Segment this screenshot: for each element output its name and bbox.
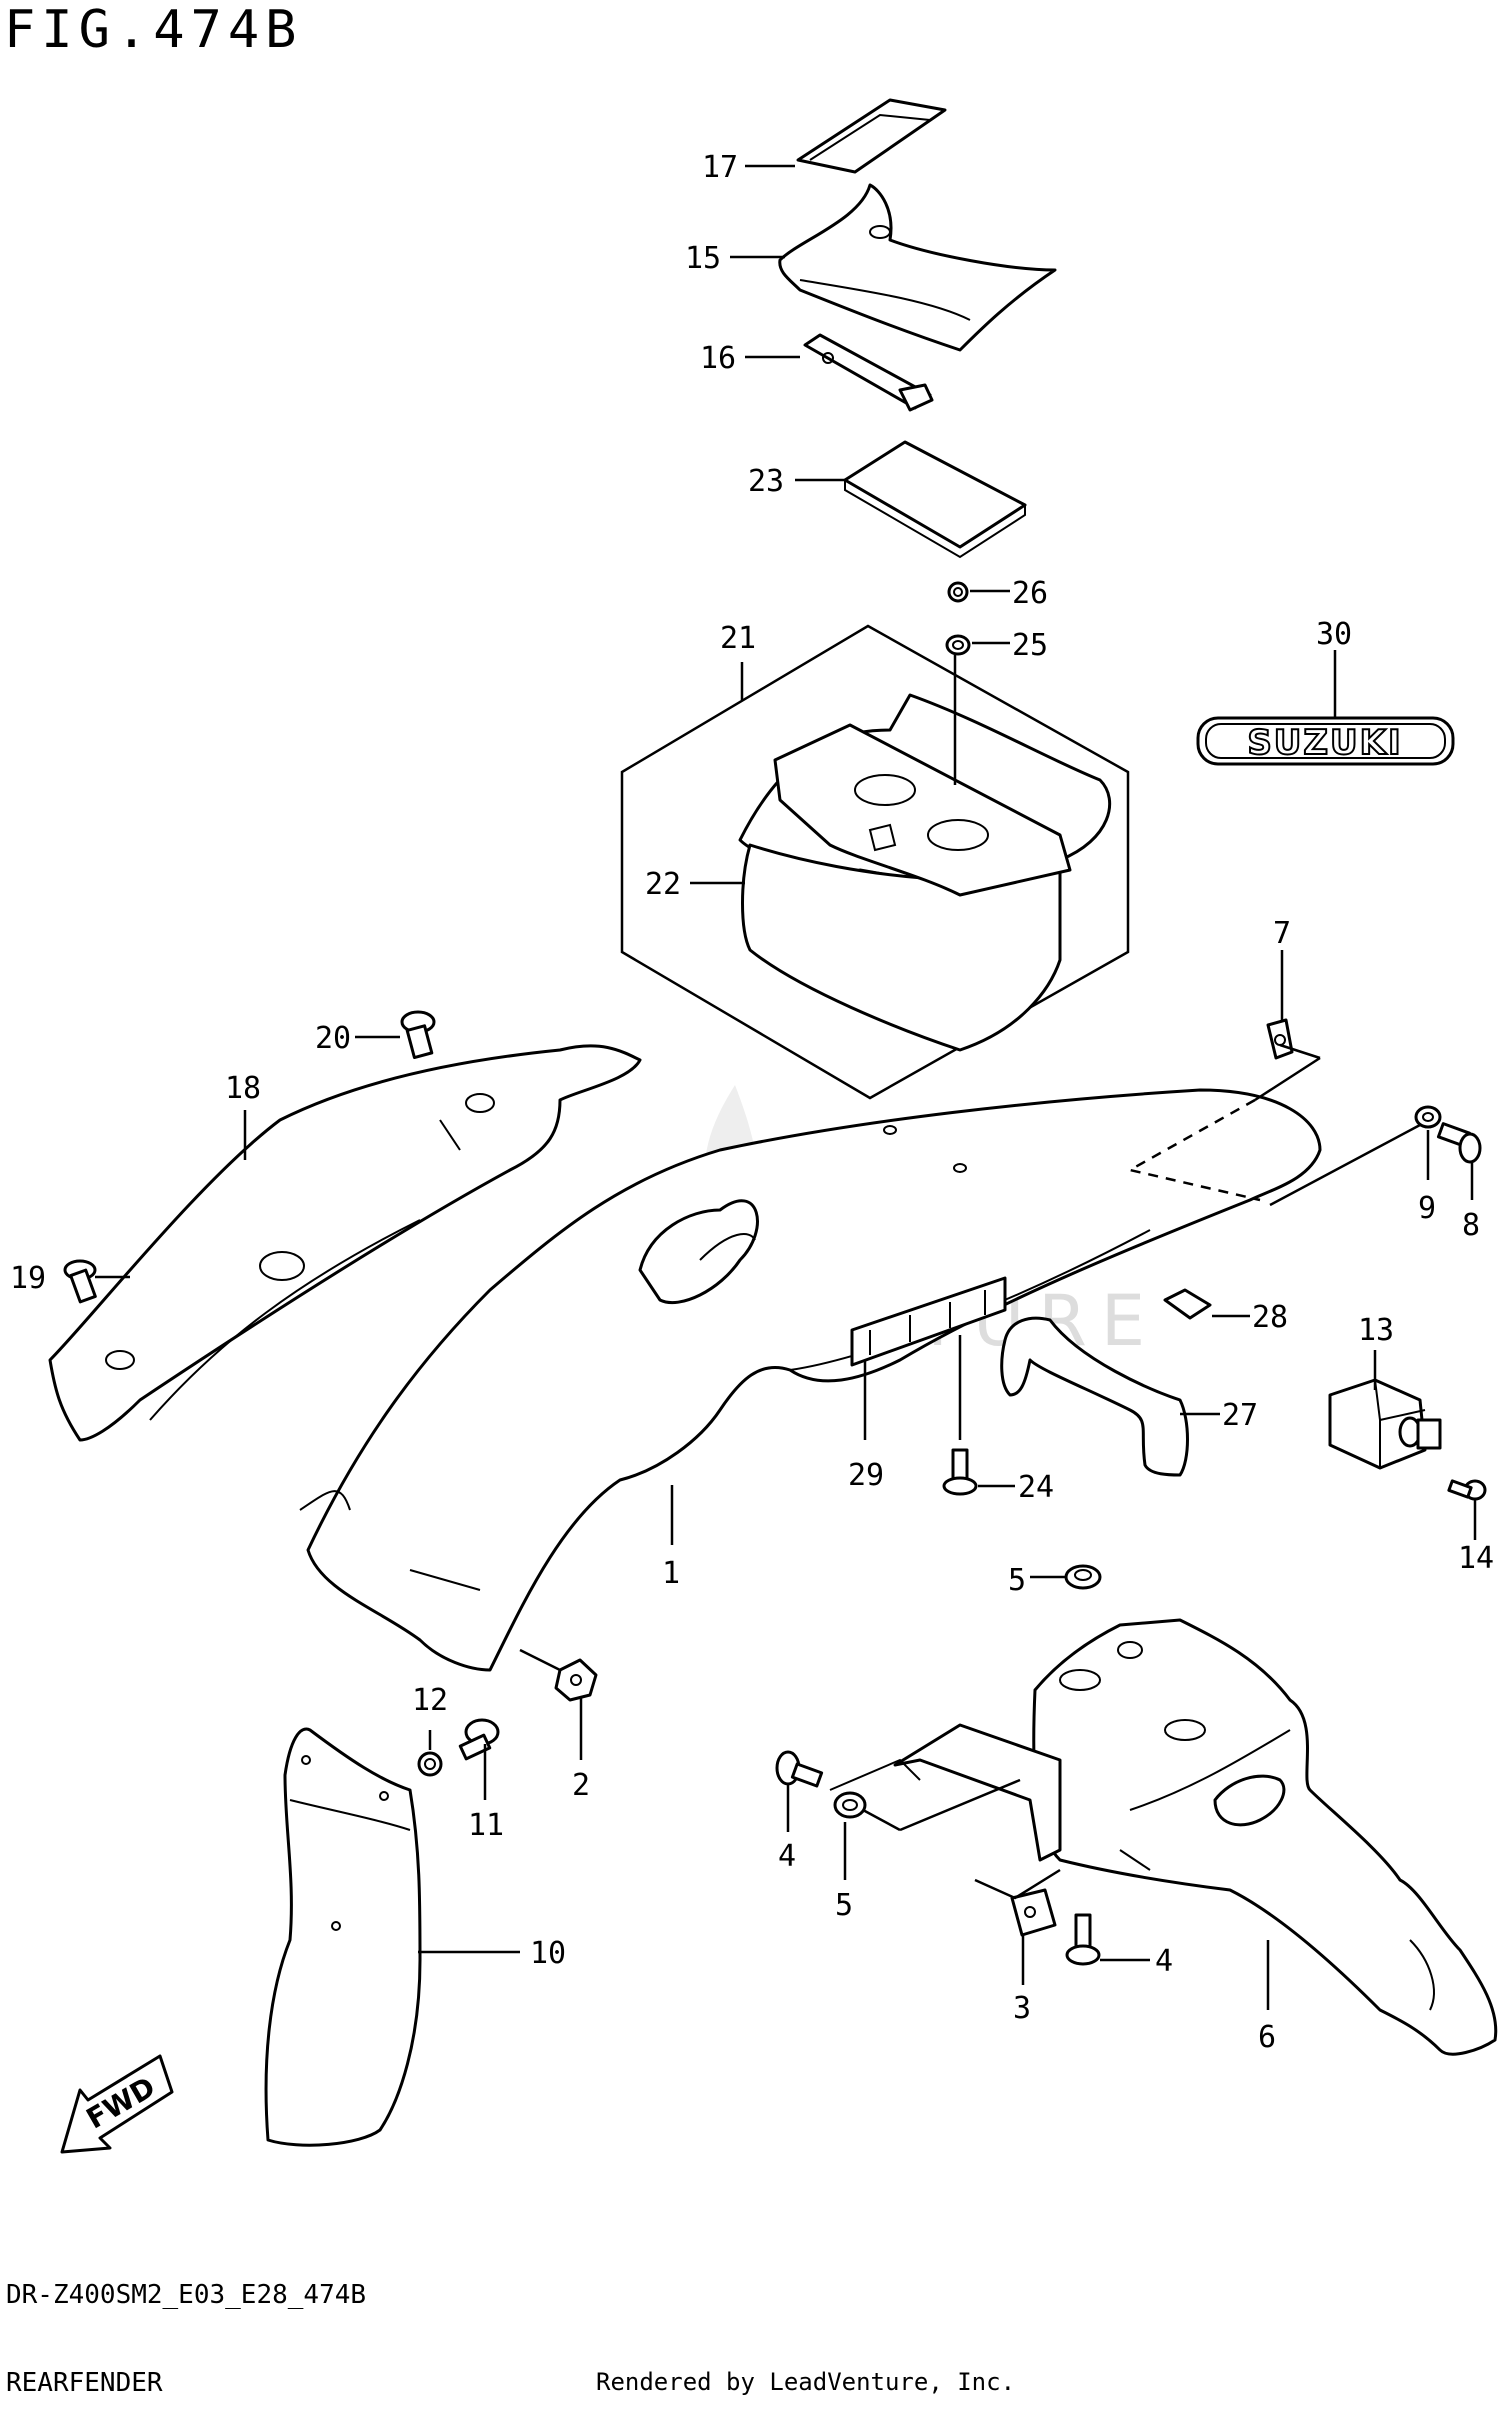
- part-bolt-11[interactable]: [458, 1718, 500, 1761]
- emblem-text: SUZUKI: [1247, 723, 1402, 763]
- part-bolt-4b[interactable]: [1065, 1913, 1101, 1966]
- callout-28[interactable]: 28: [1252, 1300, 1288, 1335]
- part-cushion-pad[interactable]: [1163, 1288, 1212, 1320]
- callout-8[interactable]: 8: [1462, 1208, 1480, 1243]
- part-turn-signal-relay[interactable]: [1328, 1378, 1442, 1470]
- callout-3[interactable]: 3: [1013, 1991, 1031, 2026]
- callout-23[interactable]: 23: [748, 464, 784, 499]
- group-frame-hexagon: [620, 624, 1130, 1100]
- callout-27[interactable]: 27: [1222, 1398, 1258, 1433]
- part-grommet[interactable]: [945, 634, 971, 656]
- part-side-cover[interactable]: [48, 1044, 642, 1442]
- callout-4a[interactable]: 4: [778, 1839, 796, 1874]
- figure-name: REARFENDER: [6, 2368, 163, 2398]
- part-bolt-8[interactable]: [1436, 1122, 1482, 1164]
- callout-2[interactable]: 2: [572, 1768, 590, 1803]
- part-rear-fender[interactable]: [299, 1088, 1322, 1672]
- part-label-plate[interactable]: [843, 440, 1027, 559]
- callout-25[interactable]: 25: [1012, 628, 1048, 663]
- part-washer-5a[interactable]: [1064, 1564, 1102, 1590]
- part-washer-9[interactable]: [1414, 1105, 1442, 1129]
- callout-4b[interactable]: 4: [1155, 1944, 1173, 1979]
- fwd-arrow-icon: FWD: [60, 2054, 174, 2154]
- part-bolt-4a[interactable]: [775, 1750, 824, 1788]
- callout-7[interactable]: 7: [1273, 916, 1291, 951]
- part-nut[interactable]: [947, 581, 969, 603]
- part-washer-12[interactable]: [417, 1751, 443, 1777]
- part-tool-handle[interactable]: [803, 333, 934, 412]
- part-strap[interactable]: [796, 98, 947, 174]
- callout-1[interactable]: 1: [662, 1556, 680, 1591]
- part-washer-5b[interactable]: [833, 1791, 867, 1819]
- callout-12[interactable]: 12: [412, 1683, 448, 1718]
- part-suzuki-emblem[interactable]: SUZUKI: [1196, 716, 1455, 766]
- callout-21[interactable]: 21: [720, 621, 756, 656]
- callout-11[interactable]: 11: [468, 1808, 504, 1843]
- callout-19[interactable]: 19: [10, 1261, 46, 1296]
- callout-26[interactable]: 26: [1012, 576, 1048, 611]
- callout-13[interactable]: 13: [1358, 1313, 1394, 1348]
- part-grab-handle[interactable]: [1000, 1316, 1189, 1477]
- callout-18[interactable]: 18: [225, 1071, 261, 1106]
- callout-16[interactable]: 16: [700, 341, 736, 376]
- callout-6[interactable]: 6: [1258, 2020, 1276, 2055]
- figure-code: DR-Z400SM2_E03_E28_474B: [6, 2280, 367, 2310]
- leader-lines: [95, 164, 1477, 2010]
- render-credit: Rendered by LeadVenture, Inc.: [596, 2368, 1016, 2396]
- callout-29[interactable]: 29: [848, 1458, 884, 1493]
- part-inner-fender-bracket[interactable]: [829, 1618, 1498, 2056]
- callout-9[interactable]: 9: [1418, 1191, 1436, 1226]
- callout-15[interactable]: 15: [685, 241, 721, 276]
- callout-10[interactable]: 10: [530, 1936, 566, 1971]
- part-clip-nut[interactable]: [1010, 1888, 1057, 1937]
- callout-30[interactable]: 30: [1316, 617, 1352, 652]
- callout-5b[interactable]: 5: [835, 1888, 853, 1923]
- part-clip[interactable]: [1266, 1018, 1294, 1060]
- callout-20[interactable]: 20: [315, 1021, 351, 1056]
- callout-labels: 17 15 16 23 26 25 21 30 22 7 9 8 20 18 1…: [10, 150, 1494, 2055]
- part-tool-bag[interactable]: [778, 183, 1057, 352]
- part-bolt-24[interactable]: [942, 1448, 978, 1496]
- callout-24[interactable]: 24: [1018, 1470, 1054, 1505]
- figure-title: FIG.474B: [4, 0, 303, 60]
- part-bolt-20[interactable]: [400, 1010, 436, 1060]
- part-reflector[interactable]: [850, 1276, 1007, 1367]
- callout-22[interactable]: 22: [645, 867, 681, 902]
- callout-17[interactable]: 17: [702, 150, 738, 185]
- part-bolt-19[interactable]: [63, 1259, 97, 1304]
- callout-5a[interactable]: 5: [1008, 1563, 1026, 1598]
- callout-14[interactable]: 14: [1458, 1541, 1494, 1576]
- part-storage-tray[interactable]: [738, 693, 1112, 1052]
- part-nut-2[interactable]: [554, 1658, 598, 1702]
- part-screw-14[interactable]: [1447, 1479, 1487, 1501]
- part-mud-flap[interactable]: [264, 1727, 422, 2147]
